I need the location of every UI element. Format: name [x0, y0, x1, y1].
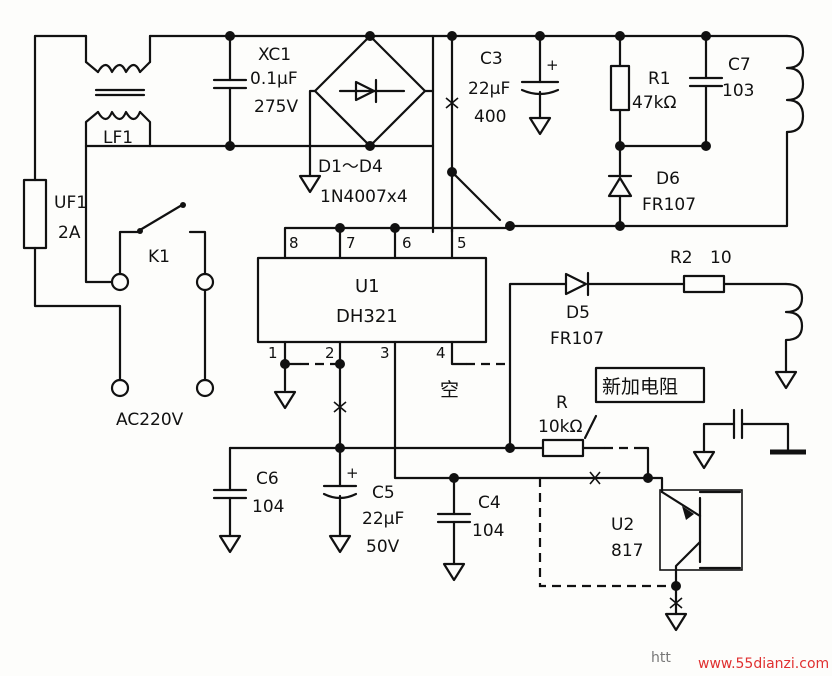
c3-capacitor — [520, 34, 560, 136]
uf1-fuse — [22, 178, 48, 250]
new-resistor-label: 新加电阻 — [602, 376, 678, 398]
uf1-value: 2A — [58, 223, 81, 243]
u1-name: U1 — [355, 276, 380, 297]
c7-name: C7 — [728, 55, 751, 75]
watermark-prefix: htt — [651, 650, 671, 666]
xc1-capacitor — [212, 31, 248, 151]
r1-value: 47kΩ — [632, 93, 676, 113]
u2-name: U2 — [611, 515, 634, 535]
u1-ic — [256, 223, 542, 480]
u2-optocoupler — [538, 476, 743, 632]
new-resistor-box — [594, 366, 706, 404]
r1-resistor — [609, 34, 631, 151]
c5-voltage: 50V — [366, 537, 400, 557]
c5-name: C5 — [372, 483, 395, 503]
c6-name: C6 — [256, 469, 279, 489]
c5-capacitor — [322, 446, 358, 554]
r2-name: R2 — [670, 248, 693, 268]
d6-part: FR107 — [642, 195, 696, 215]
ac-input-label: AC220V — [116, 410, 184, 430]
r-name: R — [556, 393, 568, 413]
aux-supply — [508, 271, 804, 450]
c4-value: 104 — [472, 521, 504, 541]
uf1-name: UF1 — [54, 193, 87, 213]
c5-plus: + — [346, 464, 359, 482]
u1-pin1: 1 — [268, 344, 278, 362]
k1-label: K1 — [148, 247, 170, 267]
c5-value: 22μF — [362, 509, 404, 529]
xc1-voltage: 275V — [254, 97, 298, 117]
ground-symbol-bridge — [298, 174, 322, 194]
c6-value: 104 — [252, 497, 284, 517]
c7-capacitor — [688, 34, 724, 151]
ground-symbol-aux — [774, 370, 798, 390]
u1-pin4: 4 — [436, 344, 446, 362]
c3-value: 22μF — [468, 79, 510, 99]
u1-pin5: 5 — [457, 234, 467, 252]
u1-pin2: 2 — [325, 344, 335, 362]
c6-capacitor — [212, 446, 248, 554]
xc1-value: 0.1μF — [250, 69, 298, 89]
r-value: 10kΩ — [538, 417, 582, 437]
c3-plus: + — [546, 56, 559, 74]
r2-value: 10 — [710, 248, 732, 268]
c7-value: 103 — [722, 81, 754, 101]
u2-part: 817 — [611, 541, 643, 561]
d5-name: D5 — [566, 303, 590, 323]
c4-capacitor — [436, 476, 472, 582]
bridge-name: D1～D4 — [318, 157, 383, 177]
feedback-node — [228, 414, 653, 485]
bridge-rectifier — [298, 31, 435, 194]
lf1-label: LF1 — [103, 128, 133, 148]
xc1-name: XC1 — [258, 45, 291, 65]
u1-part: DH321 — [336, 306, 398, 327]
k1-switch — [110, 202, 215, 398]
bridge-part: 1N4007x4 — [320, 187, 408, 207]
c3-name: C3 — [480, 49, 503, 69]
ground-symbol-u1 — [273, 390, 297, 410]
pin4-unused-label: 空 — [440, 379, 459, 401]
r1-name: R1 — [648, 69, 671, 89]
d6-diode — [607, 144, 633, 231]
c4-name: C4 — [478, 493, 501, 513]
u1-pin7: 7 — [346, 234, 356, 252]
watermark-site: www.55dianzi.com — [698, 656, 829, 672]
lf1-choke — [84, 34, 152, 148]
u1-pin3: 3 — [380, 344, 390, 362]
d5-part: FR107 — [550, 329, 604, 349]
d6-name: D6 — [656, 169, 680, 189]
u1-pin6: 6 — [402, 234, 412, 252]
c3-voltage: 400 — [474, 107, 506, 127]
secondary-capacitor — [692, 408, 806, 470]
u1-pin8: 8 — [289, 234, 299, 252]
